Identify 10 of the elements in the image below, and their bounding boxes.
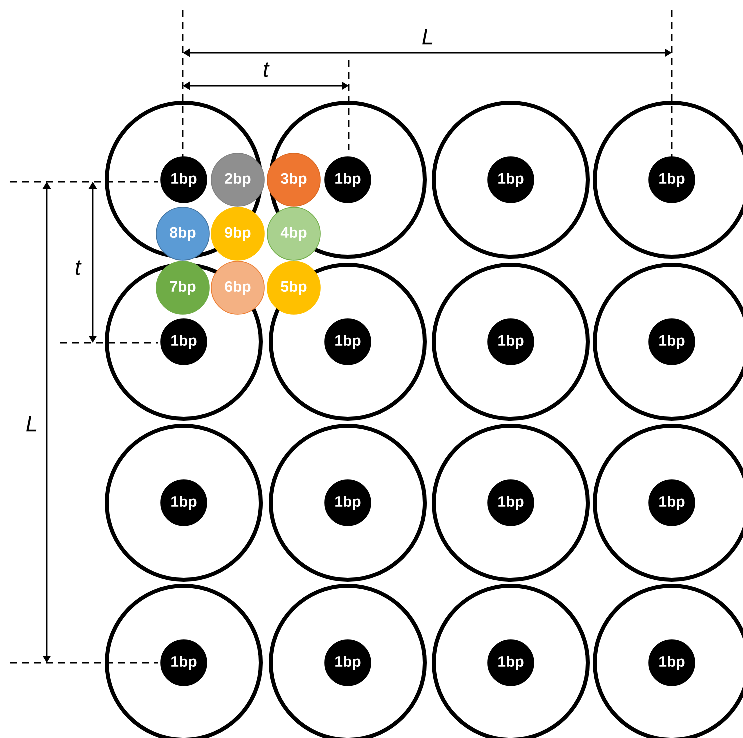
dimension-label: t [264,62,270,78]
ring-circle [269,424,427,582]
ring-circle [432,424,590,582]
dimension-label: L [422,29,433,45]
ring-circle [269,263,427,421]
ring-circle [432,101,590,259]
dimension-label: L [26,416,37,432]
ring-circle [432,263,590,421]
dimension-label: t [76,260,82,276]
ring-circle [105,424,263,582]
